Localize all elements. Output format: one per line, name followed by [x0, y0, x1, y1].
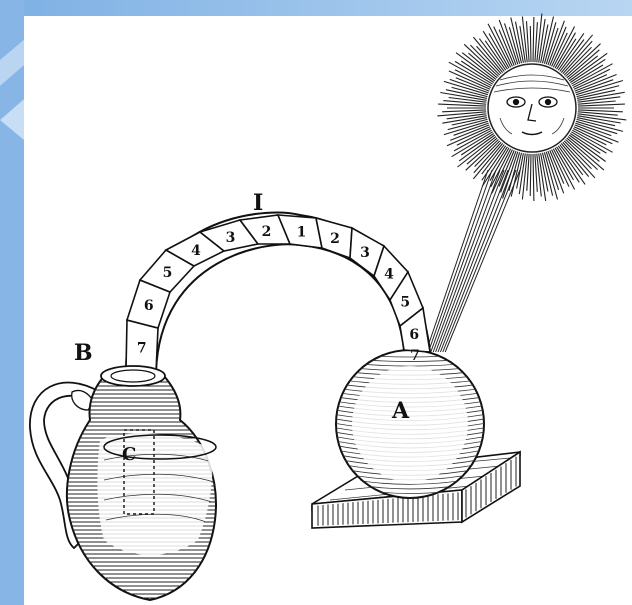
arch-segment-label: 6: [409, 327, 419, 343]
arch-segment-label: 4: [384, 267, 394, 283]
jug: C B: [30, 340, 222, 600]
arch-segment-label: 7: [137, 341, 147, 357]
arch-segment-label: 3: [360, 245, 370, 261]
arch-segment-label: 2: [262, 224, 272, 240]
arch-segment-label: 5: [163, 265, 173, 281]
arch-segment-label: 5: [400, 295, 410, 311]
sun: [437, 14, 626, 202]
arch-segment-label: 4: [191, 243, 201, 259]
label-water: C: [122, 444, 136, 465]
arch-segment-label: 6: [144, 298, 154, 314]
sun-face: [488, 64, 576, 152]
label-arch-top: I: [253, 190, 263, 216]
arch-segment-label: 2: [330, 231, 340, 247]
sun-beam: [426, 170, 520, 352]
arch-segment-label: 1: [297, 224, 307, 240]
label-vessel: B: [74, 340, 93, 366]
arch-segment-label: 7: [410, 348, 420, 364]
label-sphere: A: [391, 398, 410, 424]
arch-segment-label: 3: [226, 230, 236, 246]
